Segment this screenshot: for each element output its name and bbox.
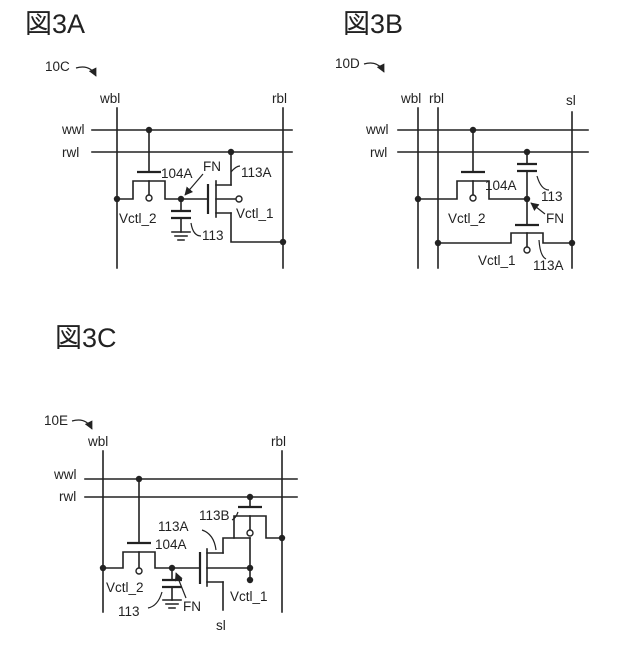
rbl-label: rbl	[272, 91, 287, 106]
label-fn: FN	[546, 211, 564, 226]
wwl-label: wwl	[61, 122, 85, 137]
label-fn: FN	[183, 599, 201, 614]
wbl-label: wbl	[87, 434, 108, 449]
label-vctl1: Vctl_1	[230, 589, 268, 604]
sl-label: sl	[216, 618, 226, 633]
label-113: 113	[541, 189, 563, 204]
transistor-113b-channel	[234, 516, 282, 538]
rbl-label: rbl	[271, 434, 286, 449]
backgate-terminal	[146, 195, 152, 201]
rwl-label: rwl	[59, 489, 76, 504]
wwl-label: wwl	[365, 122, 389, 137]
transistor-113a-channel	[438, 233, 572, 243]
figure-3c-title: 図3C	[55, 323, 117, 353]
figure-3a-ref: 10C	[45, 59, 70, 74]
wwl-label: wwl	[53, 467, 77, 482]
figure-3c-ref: 10E	[44, 413, 68, 428]
label-vctl1: Vctl_1	[236, 206, 274, 221]
wbl-label: wbl	[400, 91, 421, 106]
label-104a: 104A	[485, 178, 517, 193]
label-vctl2: Vctl_2	[106, 580, 144, 595]
label-113: 113	[202, 228, 224, 243]
rwl-label: rwl	[370, 145, 387, 160]
label-113: 113	[118, 604, 140, 619]
rwl-label: rwl	[62, 145, 79, 160]
ground-icon	[163, 600, 181, 608]
figure-3c: 図3C 10E wbl rbl wwl rwl 104A Vctl_2 113 …	[44, 323, 297, 633]
label-vctl1: Vctl_1	[478, 253, 516, 268]
sl-label: sl	[566, 93, 576, 108]
label-113a: 113A	[158, 519, 189, 534]
label-113b: 113B	[199, 508, 230, 523]
figure-3b-ref: 10D	[335, 56, 360, 71]
label-fn: FN	[203, 159, 221, 174]
figure-3a-title: 図3A	[25, 9, 85, 39]
label-113a: 113A	[533, 258, 564, 273]
label-113a: 113A	[241, 165, 272, 180]
node-fn	[524, 196, 530, 202]
ground-icon	[172, 232, 190, 240]
figure-3b-title: 図3B	[343, 9, 403, 39]
rbl-label: rbl	[429, 91, 444, 106]
label-104a: 104A	[155, 537, 187, 552]
ref-arrow	[76, 67, 96, 76]
figure-3a: 図3A 10C wbl rbl wwl rwl 104A Vctl_2 FN 1…	[25, 9, 292, 268]
label-104a: 104A	[161, 166, 193, 181]
wbl-label: wbl	[99, 91, 120, 106]
figure-3b: 図3B 10D wbl rbl sl wwl rwl 104A Vctl_2 1…	[335, 9, 588, 273]
transistor-104a-channel	[103, 552, 200, 568]
label-vctl2: Vctl_2	[119, 211, 157, 226]
label-vctl2: Vctl_2	[448, 211, 486, 226]
